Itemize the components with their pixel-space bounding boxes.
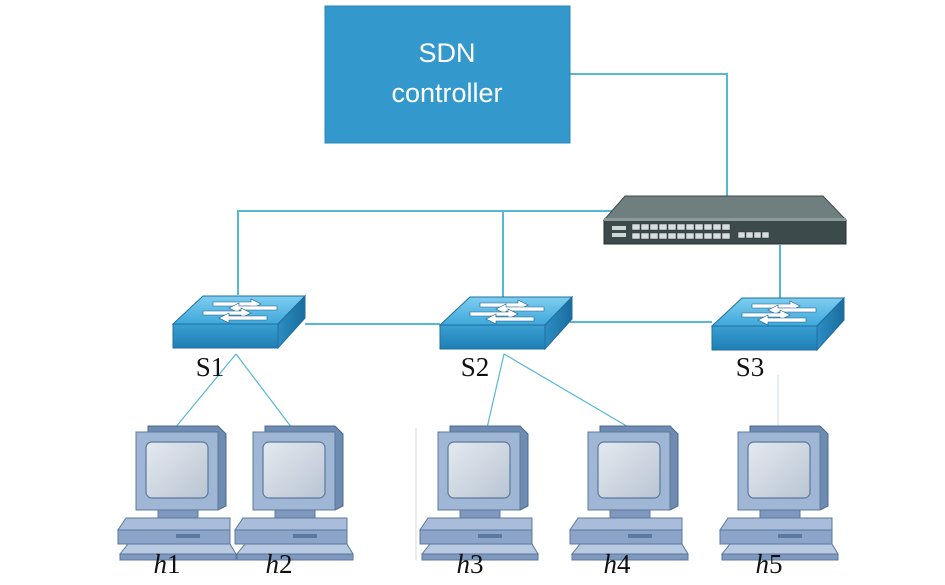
- links: [237, 73, 781, 325]
- controller-label-line1: SDN: [418, 38, 475, 68]
- switch-s1: [172, 295, 306, 349]
- host-h5: [719, 425, 839, 561]
- core-switch: [602, 195, 848, 245]
- switch-label-s3: S3: [736, 352, 765, 382]
- link-controller-core: [570, 73, 728, 196]
- host-label-h5: h5: [756, 549, 783, 579]
- link-s2-h4: [503, 353, 631, 429]
- host-label-h4: h4: [604, 549, 632, 579]
- controller-label-line2: controller: [391, 78, 502, 108]
- link-s1-h2: [235, 353, 293, 429]
- sdn-controller-box: [324, 5, 571, 144]
- host-h3: [419, 425, 539, 561]
- host-label-h1: h1: [154, 549, 181, 579]
- switch-s2: [439, 296, 573, 350]
- host-h4: [569, 425, 689, 561]
- switch-s3: [711, 297, 845, 351]
- host-label-h2: h2: [266, 549, 293, 579]
- link-s1-h1: [174, 353, 237, 429]
- link-core-s1: [237, 210, 615, 295]
- switch-label-s1: S1: [196, 352, 225, 382]
- switch-label-s2: S2: [461, 352, 490, 382]
- host-h1: [117, 425, 237, 561]
- host-label-h3: h3: [457, 549, 484, 579]
- sdn-controller: SDN controller: [324, 5, 571, 144]
- link-s2-h3: [486, 353, 505, 429]
- host-h2: [234, 425, 354, 561]
- host-links: [174, 353, 779, 429]
